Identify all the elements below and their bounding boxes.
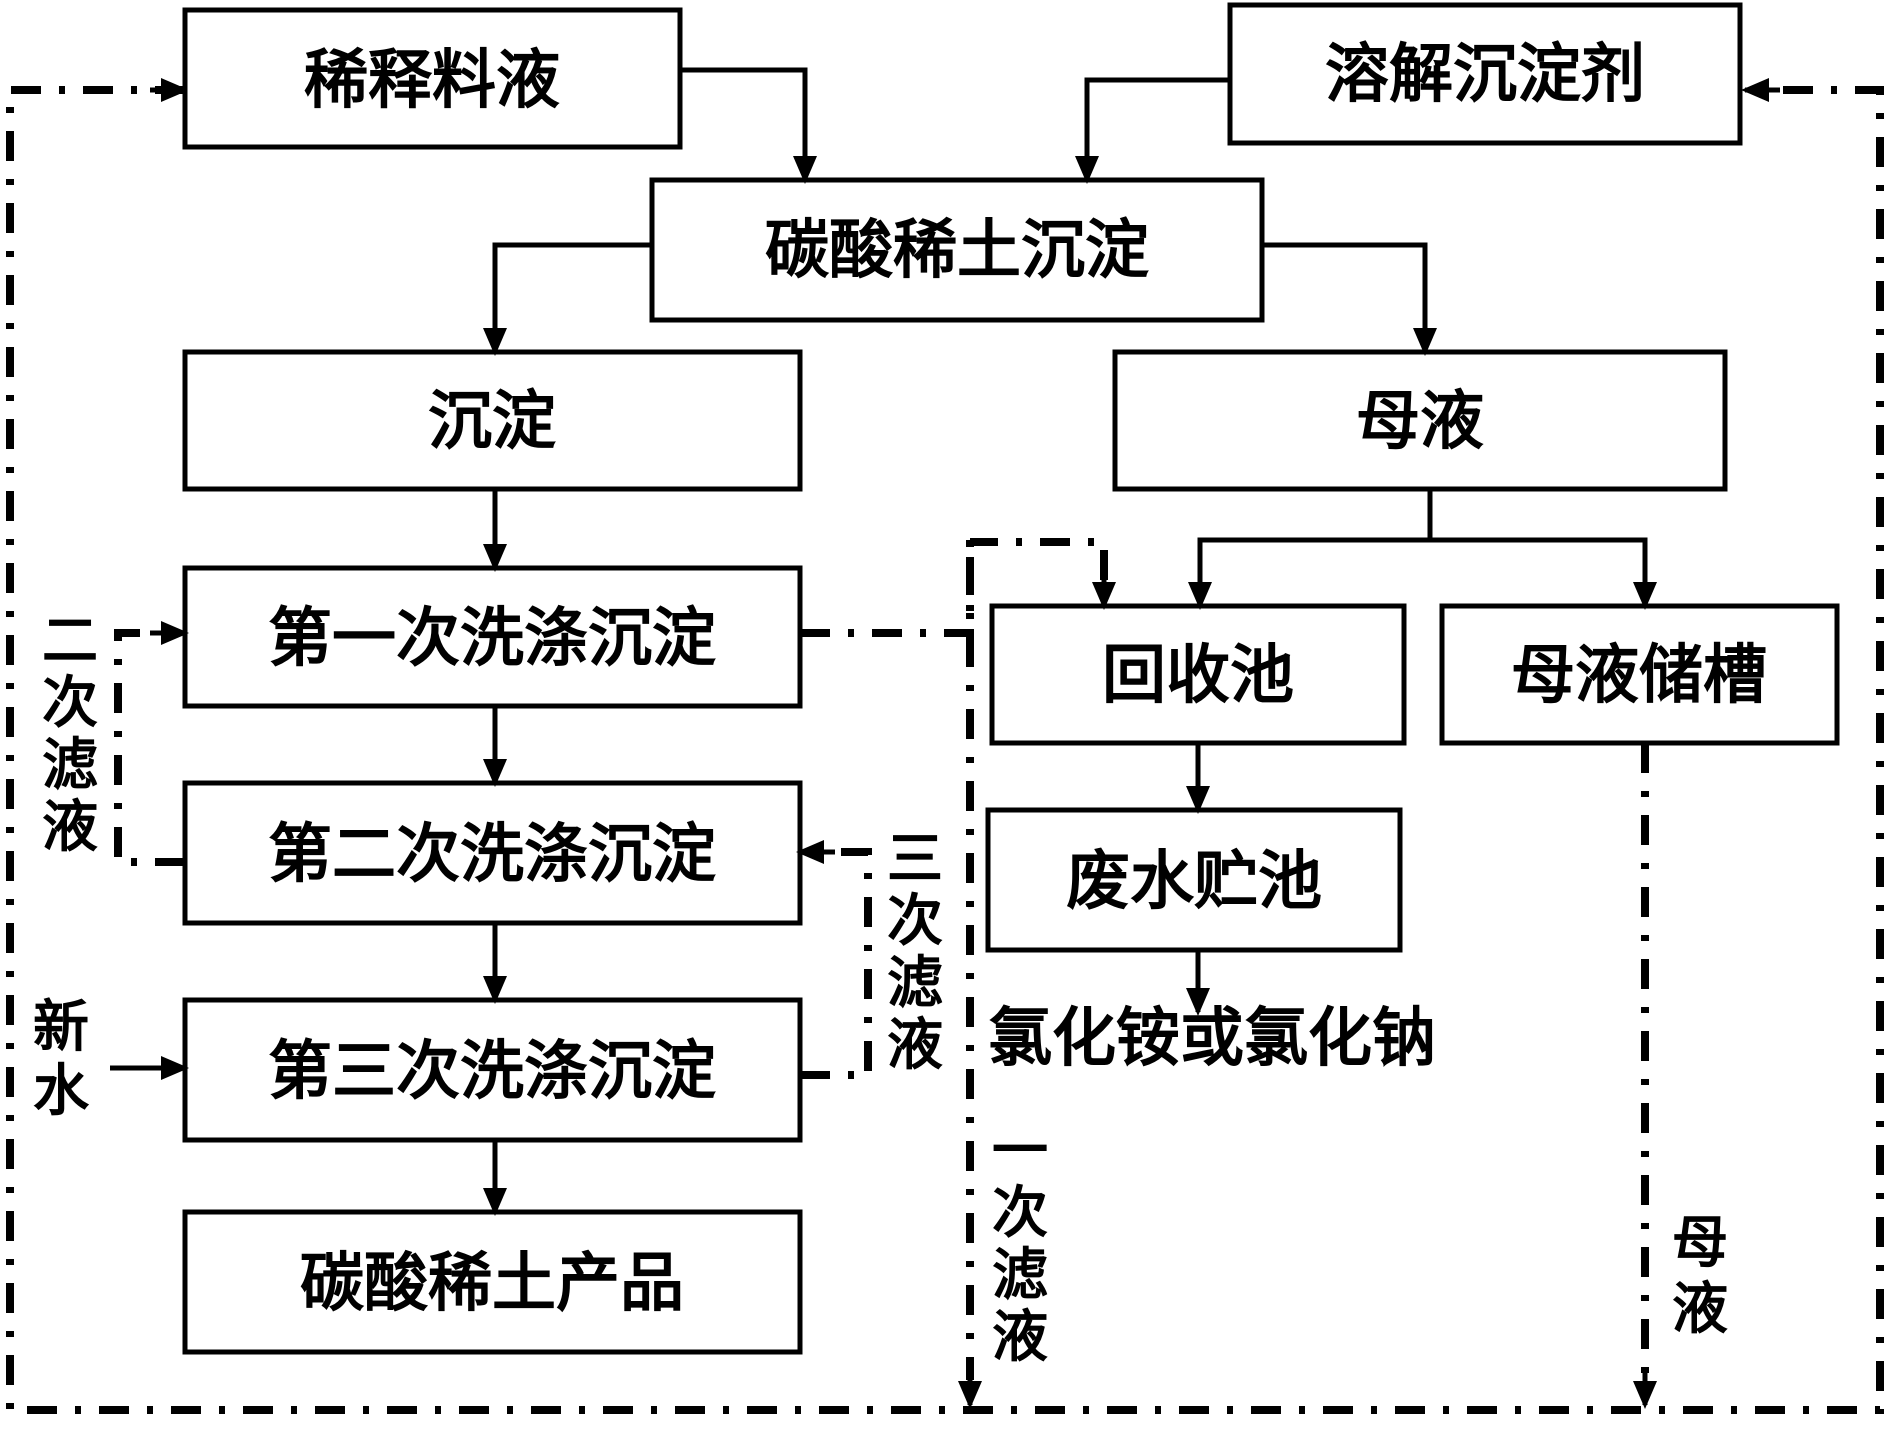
label-first-filtrate: 一 次 滤 液: [992, 1119, 1048, 1370]
label-chloride-output: 氯化铵或氯化钠: [988, 1002, 1436, 1076]
svg-text:滤: 滤: [992, 1243, 1048, 1308]
box-precipitate-label: 沉淀: [428, 385, 556, 459]
box-mother-liquor-label: 母液: [1356, 385, 1484, 459]
svg-text:液: 液: [887, 1013, 943, 1078]
svg-text:水: 水: [33, 1059, 90, 1124]
svg-text:次: 次: [42, 671, 98, 736]
box-wash-1: 第一次洗涤沉淀: [182, 565, 803, 709]
box-wastewater-pool-label: 废水贮池: [1066, 845, 1322, 919]
outer-loop-line: [6, 86, 1884, 1414]
label-third-filtrate: 三 次 滤 液: [887, 827, 943, 1078]
svg-text:滤: 滤: [887, 951, 943, 1016]
box-precipitate: 沉淀: [182, 349, 803, 492]
label-second-filtrate: 二 次 滤 液: [42, 609, 98, 860]
svg-text:液: 液: [992, 1305, 1048, 1370]
box-recovery-pool: 回收池: [989, 603, 1407, 746]
box-wash-2-label: 第二次洗涤沉淀: [268, 818, 716, 892]
loop-second-filtrate: [114, 629, 185, 866]
box-wash-3: 第三次洗涤沉淀: [182, 997, 803, 1143]
box-re-carbonate-precipitation-label: 碳酸稀土沉淀: [765, 214, 1149, 288]
arrow-precip-to-mother: [1262, 242, 1437, 356]
box-product: 碳酸稀土产品: [182, 1209, 803, 1355]
svg-text:液: 液: [1672, 1277, 1728, 1342]
label-fresh-water: 新 水: [33, 995, 90, 1124]
svg-text:新: 新: [33, 995, 89, 1060]
arrow-mother-split: [1188, 489, 1433, 610]
box-wastewater-pool: 废水贮池: [985, 807, 1403, 953]
box-wash-3-label: 第三次洗涤沉淀: [268, 1035, 716, 1109]
box-dissolve-precipitant: 溶解沉淀剂: [1227, 2, 1743, 146]
loop-first-filtrate: [800, 540, 974, 1380]
svg-text:二: 二: [42, 609, 98, 674]
loop-third-filtrate: [800, 848, 872, 1079]
svg-text:次: 次: [887, 889, 943, 954]
box-dilute-feed: 稀释料液: [182, 7, 683, 150]
box-mother-liquor: 母液: [1112, 349, 1728, 492]
svg-text:次: 次: [992, 1181, 1048, 1246]
svg-text:三: 三: [887, 827, 943, 892]
label-mother-liquor-side: 母 液: [1672, 1211, 1728, 1342]
box-recovery-pool-label: 回收池: [1102, 639, 1294, 713]
svg-text:滤: 滤: [42, 733, 98, 798]
box-mother-tank-label: 母液储槽: [1511, 639, 1767, 713]
svg-text:母: 母: [1672, 1211, 1728, 1276]
loop-first-filtrate-top: [966, 538, 1108, 580]
svg-text:一: 一: [992, 1119, 1048, 1184]
box-product-label: 碳酸稀土产品: [300, 1247, 684, 1321]
box-re-carbonate-precipitation: 碳酸稀土沉淀: [649, 177, 1265, 323]
box-dilute-feed-label: 稀释料液: [304, 44, 560, 118]
box-dissolve-precipitant-label: 溶解沉淀剂: [1325, 38, 1645, 112]
arrow-precip-to-precipitate: [483, 242, 652, 356]
box-mother-tank: 母液储槽: [1439, 603, 1840, 746]
box-wash-1-label: 第一次洗涤沉淀: [268, 602, 716, 676]
box-wash-2: 第二次洗涤沉淀: [182, 780, 803, 926]
arrow-feed-to-precip: [680, 67, 817, 184]
arrow-mother-to-tank: [1430, 537, 1657, 610]
svg-text:液: 液: [42, 795, 98, 860]
arrow-precipitant-to-precip: [1075, 77, 1230, 184]
